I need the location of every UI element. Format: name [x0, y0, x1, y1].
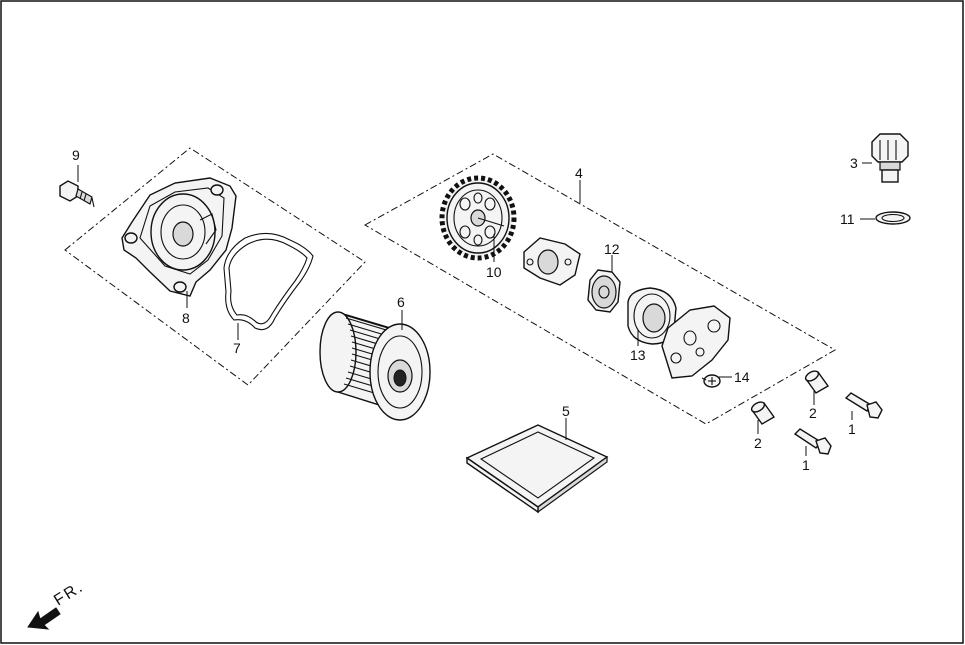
cover-group-outline [64, 147, 366, 386]
leader-lines [77, 162, 875, 456]
outer-rotor-part-13 [627, 287, 677, 345]
dowel-pin-part-2-lower [750, 401, 776, 425]
callout-9: 9 [72, 147, 80, 163]
callout-2-lower: 2 [754, 435, 762, 451]
callout-14: 14 [734, 369, 750, 385]
inner-rotor-part-12 [587, 269, 621, 313]
oil-filter-part-6 [319, 311, 431, 421]
screw-part-14 [701, 374, 721, 388]
callout-3: 3 [850, 155, 858, 171]
gasket-part-7 [223, 232, 314, 331]
callout-12: 12 [604, 241, 620, 257]
callout-7: 7 [233, 340, 241, 356]
drain-plug-part-3 [871, 133, 909, 183]
callout-5: 5 [562, 403, 570, 419]
pump-cover-part-8 [121, 177, 237, 297]
pump-housing [523, 237, 581, 286]
callout-13: 13 [630, 347, 646, 363]
callout-8: 8 [182, 310, 190, 326]
callout-11: 11 [840, 211, 855, 227]
callout-1-lower: 1 [802, 457, 810, 473]
bolt-part-9 [59, 180, 95, 208]
strainer-screen-part-5 [465, 424, 609, 514]
callout-10: 10 [486, 264, 502, 280]
bolt-part-1-upper [844, 392, 883, 419]
callout-1-upper: 1 [848, 421, 856, 437]
callout-6: 6 [397, 294, 405, 310]
bolt-part-1-lower [793, 428, 832, 455]
dowel-pin-part-2-upper [804, 370, 830, 394]
gear-part-10 [439, 175, 517, 261]
pump-cover-plate [661, 305, 731, 379]
callout-2-upper: 2 [809, 405, 817, 421]
oil-pump-group-outline [363, 153, 837, 425]
callout-4: 4 [575, 165, 583, 181]
washer-part-11 [875, 211, 911, 225]
front-direction-label: FR. [51, 578, 87, 609]
front-direction-arrow-icon [27, 607, 61, 630]
